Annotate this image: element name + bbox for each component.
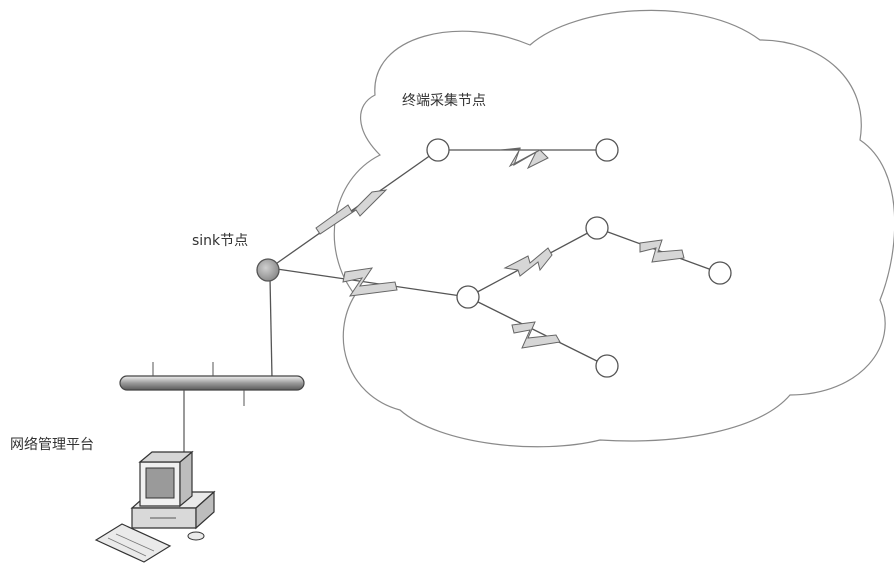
terminal-node-6 xyxy=(596,355,618,377)
label-terminal-nodes: 终端采集节点 xyxy=(402,90,486,110)
computer-workstation-icon xyxy=(96,452,214,562)
terminal-node-4 xyxy=(586,217,608,239)
wired-link-sink-to-bus xyxy=(270,278,272,378)
terminal-node-1 xyxy=(427,139,449,161)
label-management-platform: 网络管理平台 xyxy=(10,434,94,454)
terminal-node-2 xyxy=(596,139,618,161)
terminal-node-5 xyxy=(709,262,731,284)
label-sink-node: sink节点 xyxy=(192,230,248,250)
network-bus xyxy=(120,376,304,390)
sink-node xyxy=(257,259,279,281)
terminal-node-3 xyxy=(457,286,479,308)
sensor-field-cloud xyxy=(334,10,894,446)
